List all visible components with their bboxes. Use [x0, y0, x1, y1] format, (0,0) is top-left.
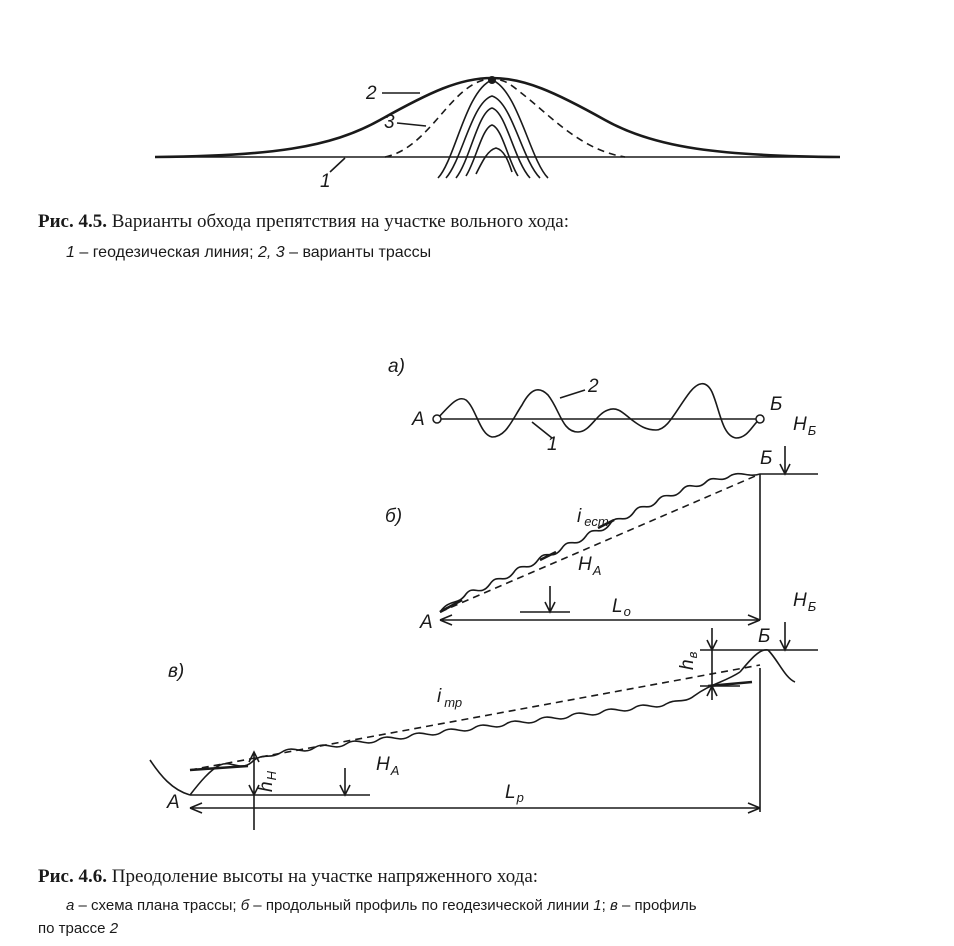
- panel-a-point-b: Б: [770, 394, 782, 415]
- figure-4-5-drawing: 2 3 1: [154, 76, 841, 192]
- obstacle-contour-3: [455, 107, 531, 179]
- figure-4-6-caption: Рис. 4.6. Преодоление высоты на участке …: [38, 865, 538, 889]
- panel-b-length: Lо: [612, 596, 631, 619]
- terrain-left: [149, 759, 191, 796]
- figure-4-5-caption: Рис. 4.5. Варианты обхода препятствия на…: [38, 210, 569, 234]
- panel-v-h-start: hН: [256, 770, 279, 792]
- leader-line-1: [531, 421, 553, 439]
- legend-key-1: 1: [66, 244, 75, 261]
- panel-v-point-a: А: [166, 792, 180, 813]
- obstacle-peak: [488, 76, 496, 84]
- figure-4-5-number: Рис. 4.5.: [38, 211, 107, 232]
- label-curve-3: 3: [384, 112, 395, 133]
- panel-b-height-b: HБ: [793, 414, 817, 438]
- legend-key-1b: 1: [593, 897, 602, 914]
- legend-key-b: б: [240, 897, 250, 914]
- panel-v-point-b: Б: [758, 626, 770, 647]
- leader-3: [396, 122, 427, 127]
- panel-v-tag: в): [168, 661, 184, 682]
- panel-a-line-1: 1: [547, 434, 558, 455]
- legend-text-route: по трассе: [38, 920, 110, 937]
- legend-key-2b: 2: [109, 920, 119, 937]
- profile-thick-segments: [439, 518, 615, 614]
- legend-text-2: – варианты трассы: [284, 244, 432, 261]
- leader-route-2: [559, 389, 586, 399]
- arrow-h-b-b: [779, 446, 791, 476]
- arrow-l-o: [439, 614, 761, 626]
- arrow-h-v: [706, 628, 718, 700]
- arrow-h-a-v: [339, 768, 351, 797]
- profile-thick-start: [189, 764, 249, 772]
- label-curve-2: 2: [365, 83, 377, 104]
- panel-v-length: Lр: [505, 782, 524, 805]
- figure-4-6-legend-line-2: по трассе 2: [38, 918, 118, 940]
- legend-text-1: – геодезическая линия;: [74, 244, 258, 261]
- panel-a-route-2: 2: [587, 376, 599, 397]
- panel-a-tag: а): [388, 356, 405, 377]
- obstacle-contour-2: [445, 95, 541, 179]
- legend-key-v: в: [609, 897, 618, 914]
- natural-slope-line: [439, 473, 761, 613]
- panel-b-tag: б): [385, 506, 402, 527]
- label-curve-1: 1: [320, 171, 331, 192]
- point-a-marker: [432, 414, 442, 424]
- arrow-h-a-b: [544, 586, 556, 614]
- obstacle-contour-4: [465, 124, 519, 177]
- figure-4-6-number: Рис. 4.6.: [38, 866, 107, 887]
- panel-v-height-a: HА: [376, 754, 399, 778]
- figure-4-6-legend-line-1: а – схема плана трассы; б – продольный п…: [66, 895, 697, 917]
- panel-a-plan: а) А Б 2 1: [388, 356, 782, 455]
- figure-4-5-title: Варианты обхода препятствия на участке в…: [107, 211, 569, 232]
- legend-text-v: – профиль: [617, 897, 697, 914]
- panel-b-point-a: А: [419, 612, 433, 633]
- leader-1: [329, 157, 346, 173]
- figure-4-6-title: Преодоление высоты на участке напряженно…: [107, 866, 539, 887]
- arrow-h-n: [248, 750, 260, 830]
- figure-4-5-legend: 1 – геодезическая линия; 2, 3 – варианты…: [66, 242, 431, 264]
- route-variant-2: [154, 76, 841, 159]
- route-2-plan: [436, 382, 761, 439]
- panel-b-height-a: HА: [578, 554, 601, 578]
- legend-text-b: – продольный профиль по геодезической ли…: [249, 897, 594, 914]
- legend-text-a: – схема плана трассы;: [74, 897, 241, 914]
- panel-v-height-b: HБ: [793, 590, 817, 614]
- terrain-right: [739, 649, 796, 683]
- panel-a-point-a: А: [411, 409, 425, 430]
- profile-route-2: [189, 671, 741, 796]
- legend-key-2: 2, 3: [257, 244, 285, 261]
- legend-text-sep: ;: [601, 897, 610, 914]
- obstacle-contour-5: [475, 147, 513, 175]
- panel-b-point-b: Б: [760, 448, 772, 469]
- legend-key-a: а: [66, 897, 75, 914]
- point-b-marker: [755, 414, 765, 424]
- required-slope-line: [189, 664, 761, 771]
- arrow-l-r: [189, 802, 761, 814]
- arrow-h-b-v: [779, 622, 791, 652]
- profile-ground-line: [439, 472, 761, 613]
- panel-v-h-end: hв: [677, 651, 700, 670]
